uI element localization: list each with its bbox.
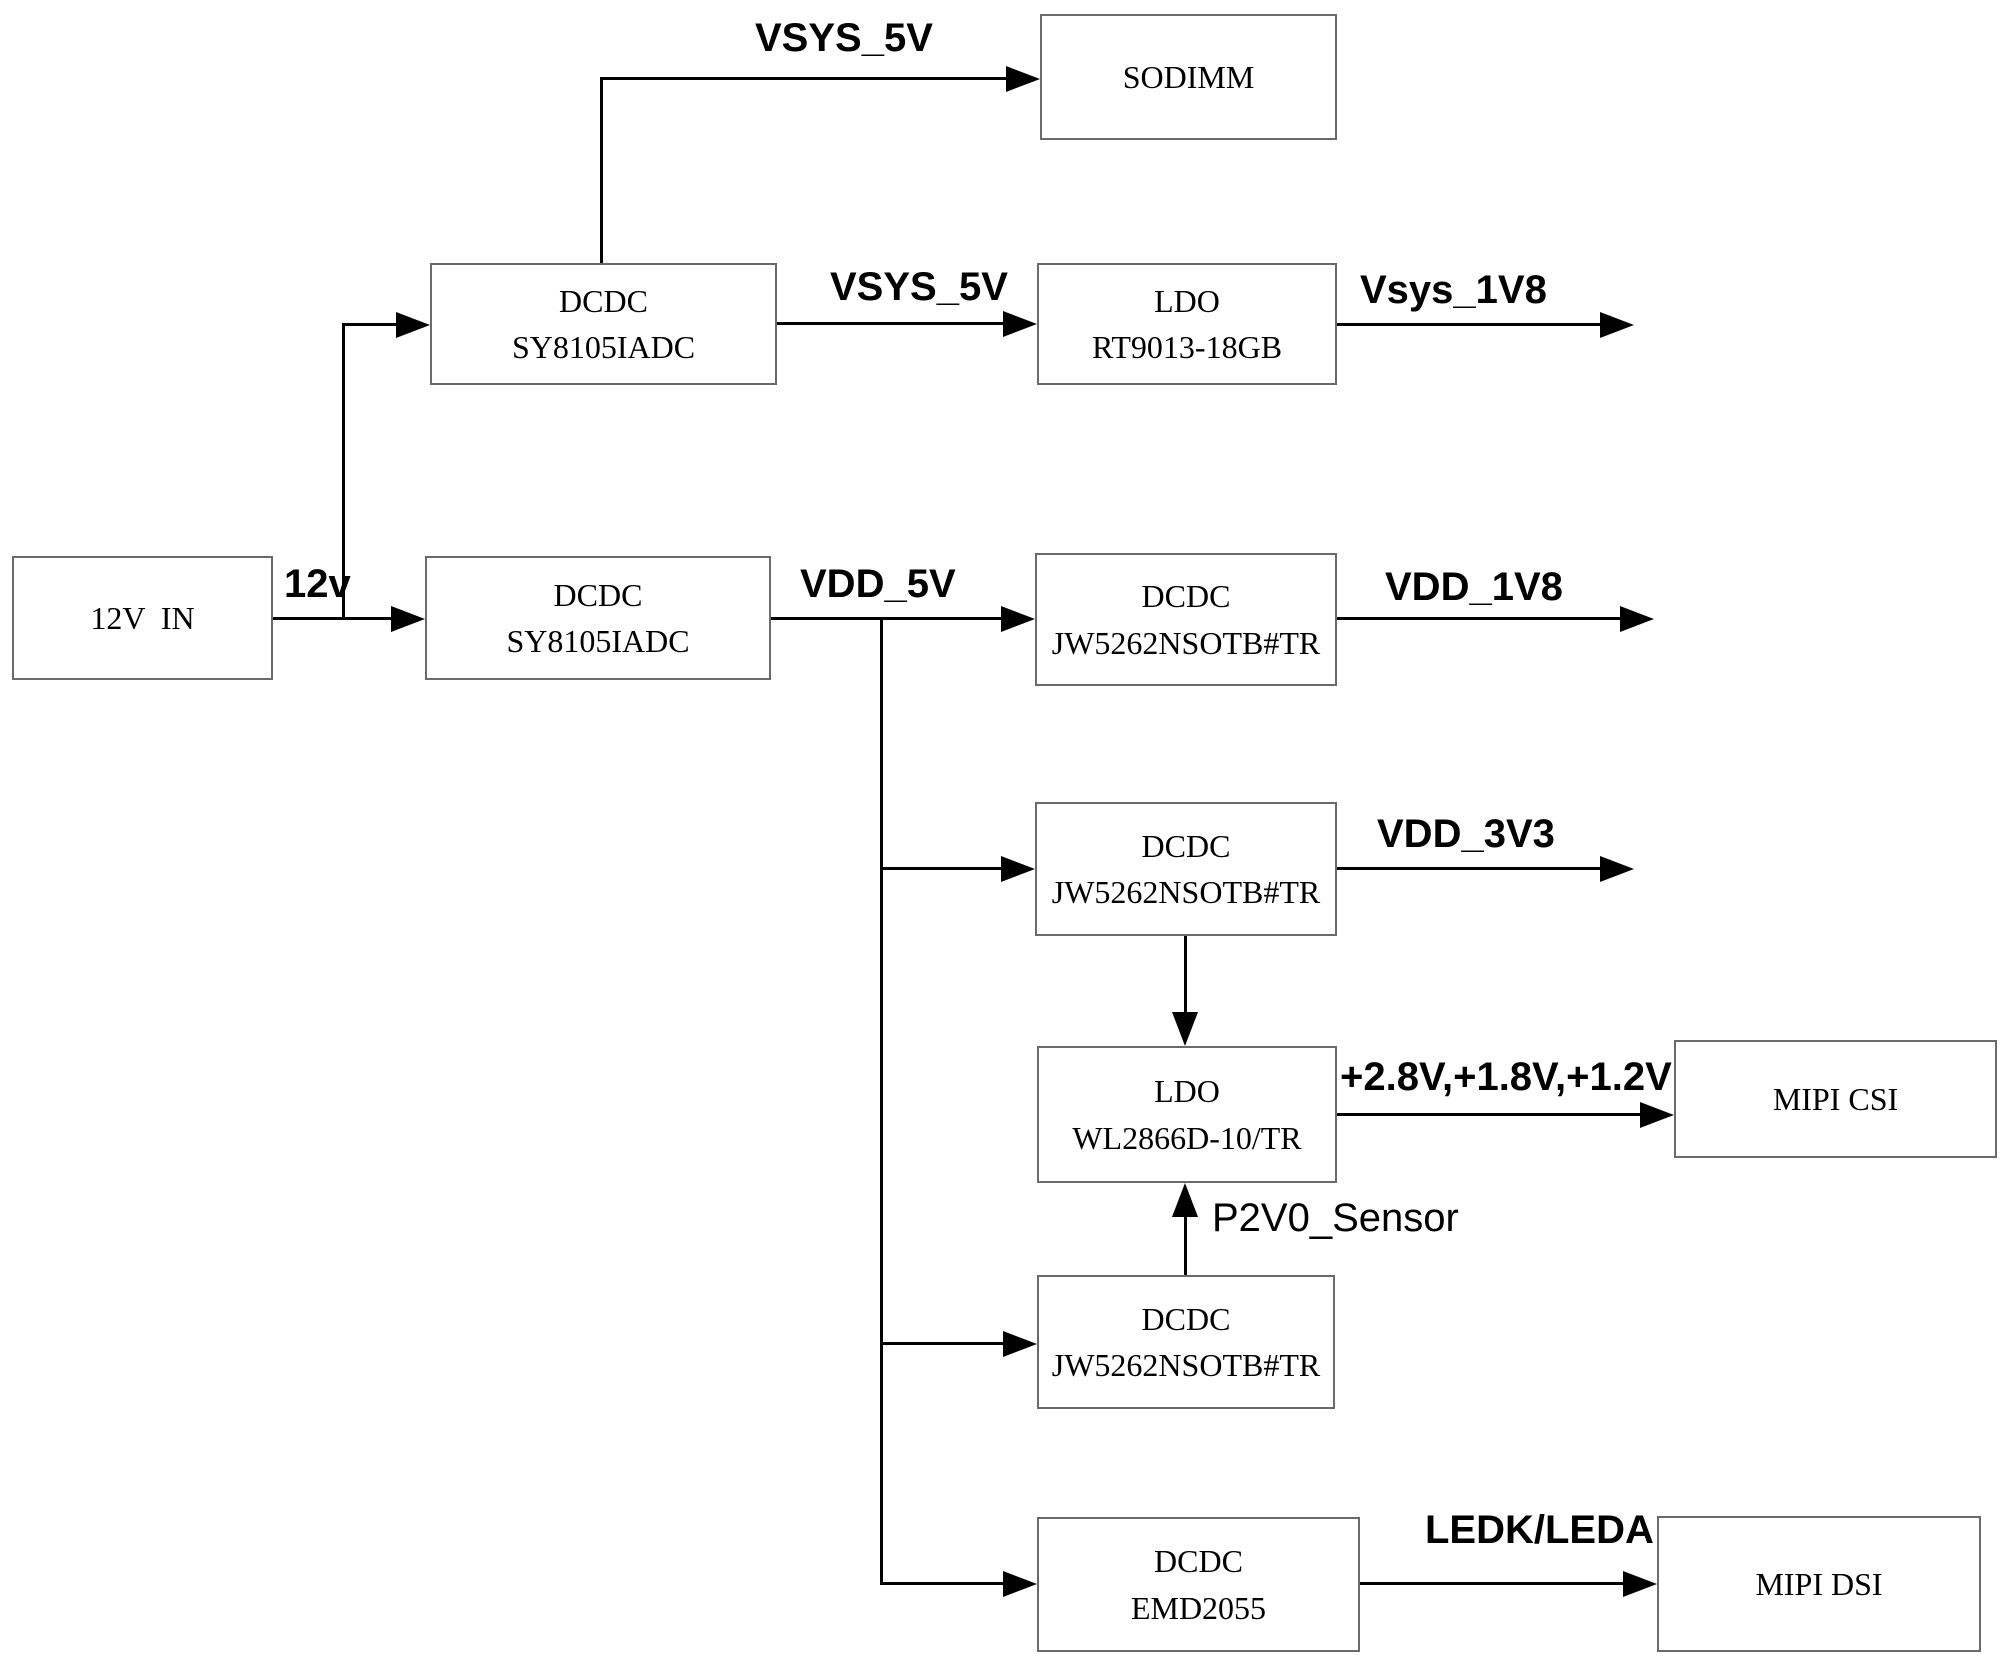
block-label: DCDC xyxy=(559,282,648,319)
block-label: MIPI CSI xyxy=(1772,1080,1899,1117)
connector-vdd-3v3 xyxy=(1337,867,1600,870)
arrowhead-into-mipi-dsi xyxy=(1623,1571,1657,1597)
block-label: MIPI DSI xyxy=(1755,1565,1883,1602)
block-dcdc-jw5262-2: DCDC JW5262NSOTB#TR xyxy=(1035,802,1337,936)
block-label: WL2866D-10/TR xyxy=(1072,1119,1302,1156)
connector-vdd5v xyxy=(771,617,1001,620)
connector-12v-riser-h xyxy=(342,323,396,326)
block-label: 12V IN xyxy=(90,599,195,636)
net-label-ledk-leda: LEDK/LEDA xyxy=(1425,1508,1654,1552)
block-label: SY8105IADC xyxy=(511,329,696,365)
block-ldo-wl2866d: LDO WL2866D-10/TR xyxy=(1037,1046,1337,1183)
net-label-vsys-5v-top: VSYS_5V xyxy=(755,16,933,60)
connector-vdd5v-trunk xyxy=(880,617,883,1585)
block-label: LDO xyxy=(1154,1073,1220,1110)
arrowhead-into-jw1 xyxy=(1001,606,1035,632)
block-dcdc-sy8105-top: DCDC SY8105IADC xyxy=(430,263,777,385)
arrowhead-p2v0-up xyxy=(1172,1183,1198,1217)
block-label: DCDC xyxy=(1141,1300,1231,1337)
arrowhead-into-jw3 xyxy=(1003,1331,1037,1357)
net-label-12v: 12v xyxy=(284,562,351,606)
block-label: JW5262NSOTB#TR xyxy=(1051,874,1321,910)
net-label-csi-rails: +2.8V,+1.8V,+1.2V xyxy=(1340,1055,1672,1099)
connector-12v-riser xyxy=(342,323,345,619)
arrowhead-into-sodimm xyxy=(1006,66,1040,92)
arrowhead-into-ldo-wl2866d xyxy=(1172,1012,1198,1046)
block-dcdc-jw5262-3: DCDC JW5262NSOTB#TR xyxy=(1037,1275,1335,1409)
block-mipi-csi: MIPI CSI xyxy=(1674,1040,1997,1158)
block-label: RT9013-18GB xyxy=(1091,329,1283,365)
connector-dcdctop-to-sodimm-v xyxy=(600,77,603,263)
connector-ledk-leda xyxy=(1360,1582,1623,1585)
connector-dcdctop-to-sodimm-h xyxy=(600,77,1006,80)
arrowhead-into-ldo-rt9013 xyxy=(1003,311,1037,337)
block-label: DCDC xyxy=(1154,1543,1243,1580)
block-label: SY8105IADC xyxy=(506,623,690,659)
net-label-p2v0-sensor: P2V0_Sensor xyxy=(1212,1196,1459,1240)
block-label: JW5262NSOTB#TR xyxy=(1051,1347,1321,1383)
arrowhead-vdd-3v3 xyxy=(1600,856,1634,882)
block-ldo-rt9013: LDO RT9013-18GB xyxy=(1037,263,1337,385)
block-12v-in: 12V IN xyxy=(12,556,273,680)
arrowhead-into-mipi-csi xyxy=(1640,1102,1674,1128)
block-dcdc-jw5262-1: DCDC JW5262NSOTB#TR xyxy=(1035,553,1337,686)
net-label-vdd-1v8: VDD_1V8 xyxy=(1385,565,1563,609)
arrowhead-into-dcdc-mid xyxy=(391,606,425,632)
arrowhead-into-dcdc-top xyxy=(396,312,430,338)
net-label-vsys-1v8: Vsys_1V8 xyxy=(1360,268,1547,312)
connector-vsys-1v8 xyxy=(1337,323,1600,326)
arrowhead-into-emd2055 xyxy=(1003,1571,1037,1597)
block-mipi-dsi: MIPI DSI xyxy=(1657,1516,1981,1652)
arrowhead-vdd-1v8 xyxy=(1620,606,1654,632)
connector-csi-rails xyxy=(1337,1113,1640,1116)
arrowhead-into-jw2 xyxy=(1001,856,1035,882)
connector-p2v0 xyxy=(1184,1215,1187,1275)
net-label-vsys-5v-mid: VSYS_5V xyxy=(830,265,1008,309)
block-label: SODIMM xyxy=(1122,58,1255,95)
block-sodimm: SODIMM xyxy=(1040,14,1337,140)
connector-branch-jw3 xyxy=(880,1342,1003,1345)
block-label: JW5262NSOTB#TR xyxy=(1051,624,1321,661)
net-label-vdd-3v3: VDD_3V3 xyxy=(1377,812,1555,856)
block-dcdc-sy8105-mid: DCDC SY8105IADC xyxy=(425,556,771,680)
block-dcdc-emd2055: DCDC EMD2055 xyxy=(1037,1517,1360,1652)
block-label: LDO xyxy=(1154,282,1220,319)
connector-vsys5v xyxy=(777,322,1003,325)
net-label-vdd-5v: VDD_5V xyxy=(800,562,956,606)
block-label: DCDC xyxy=(553,576,643,613)
block-label: DCDC xyxy=(1141,827,1231,864)
connector-branch-jw2 xyxy=(880,867,1001,870)
block-label: DCDC xyxy=(1141,578,1231,615)
connector-12vin-out xyxy=(273,617,391,620)
connector-vdd-1v8 xyxy=(1337,617,1620,620)
block-label: EMD2055 xyxy=(1130,1589,1267,1626)
connector-branch-emd xyxy=(880,1582,1003,1585)
connector-jw2-to-ldo xyxy=(1184,936,1187,1014)
arrowhead-vsys-1v8 xyxy=(1600,312,1634,338)
